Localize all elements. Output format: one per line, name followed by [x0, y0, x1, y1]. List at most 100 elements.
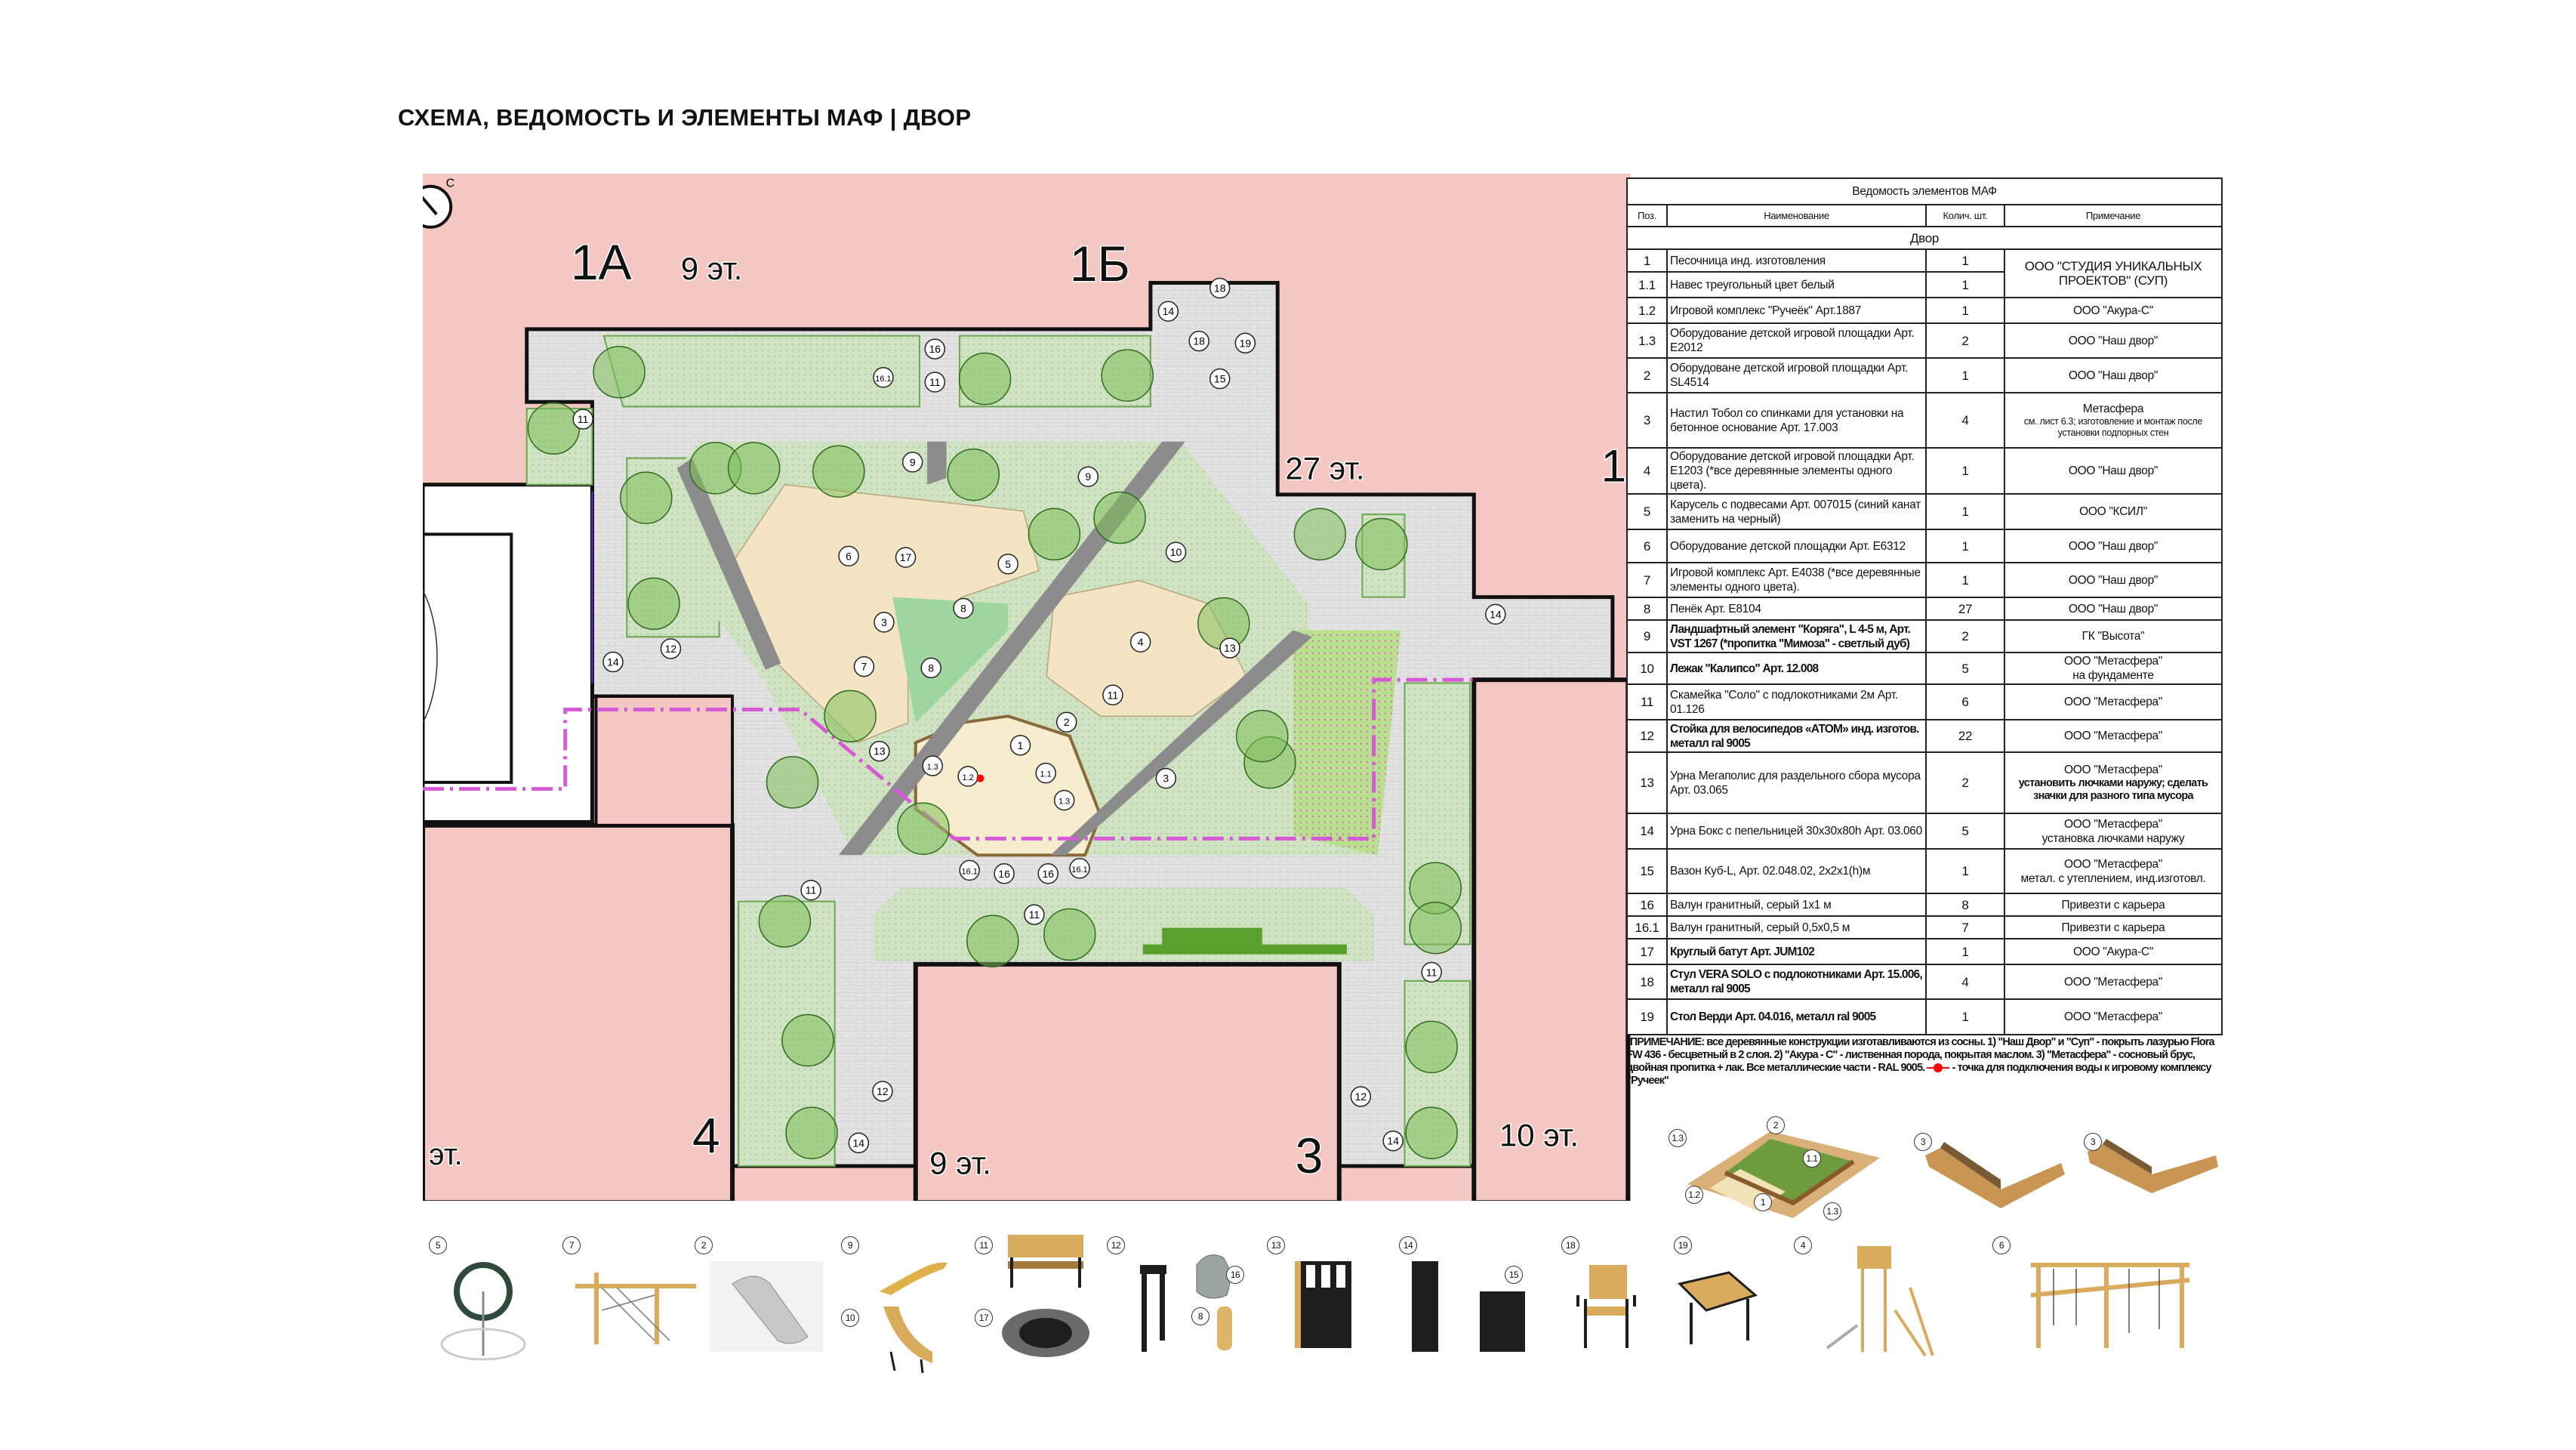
note-text: ООО "Наш двор" — [2068, 573, 2158, 587]
product-number-tag: 5 — [429, 1236, 447, 1254]
callout-marker: 1.1 — [1035, 762, 1056, 784]
row-position: 18 — [1626, 964, 1668, 1000]
callout-number: 4 — [1138, 636, 1144, 648]
note-text: ООО "Акура-С" — [2072, 304, 2154, 317]
product-number-tag: 11 — [975, 1236, 993, 1254]
row-note: ООО "СТУДИЯ УНИКАЛЬНЫХ ПРОЕКТОВ" (СУП) — [2004, 248, 2223, 298]
tree-icon — [1236, 709, 1289, 763]
callout-marker: 12 — [660, 638, 682, 659]
page-title: СХЕМА, ВЕДОМОСТЬ И ЭЛЕМЕНТЫ МАФ | ДВОР — [398, 104, 972, 131]
row-name: Настил Тобол со спинками для установки н… — [1666, 392, 1927, 449]
callout-circle — [997, 554, 1018, 575]
row-quantity: 1 — [1925, 848, 2005, 894]
product-image-19 — [1676, 1269, 1759, 1356]
callout-number: 1.3 — [1058, 798, 1070, 807]
row-name: Песочница инд. изготовления — [1666, 248, 1927, 273]
row-name: Лежак "Калипсо" Арт. 12.008 — [1666, 652, 1927, 685]
callout-circle — [1077, 466, 1099, 487]
building-label: 1 — [1601, 440, 1626, 491]
callout-marker: 2 — [1055, 711, 1077, 733]
product-image-7 — [572, 1265, 700, 1352]
footnote: *ПРИМЕЧАНИЕ: все деревянные конструкции … — [1626, 1036, 2223, 1088]
callout-number: 3 — [1163, 773, 1169, 785]
callout-marker: 1.3 — [922, 755, 943, 776]
callout-circle — [922, 755, 943, 776]
product-number-tag: 17 — [975, 1309, 993, 1327]
row-position: 7 — [1626, 562, 1668, 598]
tree-icon — [1101, 349, 1154, 402]
row-name: Урна Бокс с пепельницей 30х30х80h Арт. 0… — [1666, 813, 1927, 850]
note-text: ООО "СТУДИЯ УНИКАЛЬНЫХ ПРОЕКТОВ" (СУП) — [2024, 259, 2202, 288]
callout-number: 15 — [1214, 373, 1226, 385]
callout-marker: 16.1 — [873, 367, 894, 388]
product-number-tag: 6 — [1992, 1236, 2011, 1254]
product-number-tag: 15 — [1505, 1266, 1523, 1284]
callout-marker: 14 — [848, 1132, 870, 1154]
callout-circle — [1129, 631, 1151, 652]
row-position: 6 — [1626, 529, 1668, 563]
building-label: 9 эт. — [681, 251, 743, 286]
callout-number: 16.1 — [961, 867, 977, 876]
diagonal-path — [1050, 630, 1313, 856]
water-point-marker-icon — [1927, 1062, 1950, 1074]
item-number-tag: 1.3 — [1823, 1202, 1841, 1220]
tree-icon — [766, 756, 819, 809]
product-number-tag: 8 — [1191, 1307, 1209, 1325]
callout-number: 16.1 — [875, 375, 891, 384]
row-quantity: 7 — [1925, 915, 2005, 939]
product-number-tag: 10 — [841, 1309, 859, 1327]
tree-icon — [958, 352, 1012, 406]
row-note: ООО "Метасфера" — [2004, 964, 2223, 1000]
product-image-4 — [1820, 1242, 1940, 1367]
callout-marker: 11 — [800, 879, 821, 901]
note-text: ООО "Наш двор" — [2068, 602, 2158, 615]
note-text: Привезти с карьера — [2061, 898, 2165, 912]
callout-circle — [1209, 277, 1231, 299]
row-quantity: 1 — [1925, 447, 2005, 495]
row-position: 19 — [1626, 998, 1668, 1035]
row-position: 2 — [1626, 357, 1668, 393]
callout-marker: 18 — [1188, 330, 1209, 352]
item-number-tag: 1 — [1754, 1193, 1772, 1211]
tree-icon — [527, 402, 581, 455]
callout-circle — [869, 740, 890, 762]
row-name: Урна Мегаполис для раздельного сбора мус… — [1666, 751, 1927, 814]
callout-marker: 11 — [1024, 904, 1045, 925]
callout-circle — [1157, 301, 1179, 322]
row-name: Игровой комплекс Арт. E4038 (*все деревя… — [1666, 562, 1927, 598]
row-name: Пенёк Арт. E8104 — [1666, 597, 1927, 621]
callout-number: 7 — [861, 661, 867, 673]
callout-marker: 16.1 — [1069, 858, 1090, 879]
column-header-note: Примечание — [2004, 204, 2223, 227]
row-quantity: 8 — [1925, 893, 2005, 917]
building-annex — [594, 695, 735, 827]
lawn — [602, 335, 920, 408]
row-note: ООО "Наш двор" — [2004, 447, 2223, 495]
tree-icon — [1409, 901, 1462, 955]
row-name: Валун гранитный, серый 1х1 м — [1666, 893, 1927, 917]
tree-icon — [824, 690, 877, 743]
row-quantity: 27 — [1925, 597, 2005, 621]
row-note: Привезти с карьера — [2004, 915, 2223, 939]
tree-icon — [1355, 517, 1408, 571]
note-text: ООО "КСИЛ" — [2079, 505, 2147, 518]
product-number-tag: 12 — [1107, 1236, 1125, 1254]
compass-icon — [423, 184, 453, 229]
row-quantity: 1 — [1925, 998, 2005, 1035]
callout-marker: 14 — [1157, 301, 1179, 322]
callout-circle — [1055, 711, 1077, 733]
row-position: 9 — [1626, 619, 1668, 653]
building-label: 10 эт. — [1499, 1118, 1579, 1153]
callout-number: 11 — [1108, 689, 1119, 701]
note-text: ООО "Наш двор" — [2068, 334, 2158, 347]
note-text: ООО "Метасфера" — [2063, 696, 2163, 708]
callout-number: 1.2 — [963, 773, 974, 782]
row-position: 12 — [1626, 719, 1668, 753]
callout-circle — [800, 879, 821, 901]
callout-number: 11 — [806, 884, 817, 896]
callout-number: 6 — [846, 550, 852, 562]
callout-number: 12 — [665, 643, 677, 655]
row-note: ГК "Высота" — [2004, 619, 2223, 653]
